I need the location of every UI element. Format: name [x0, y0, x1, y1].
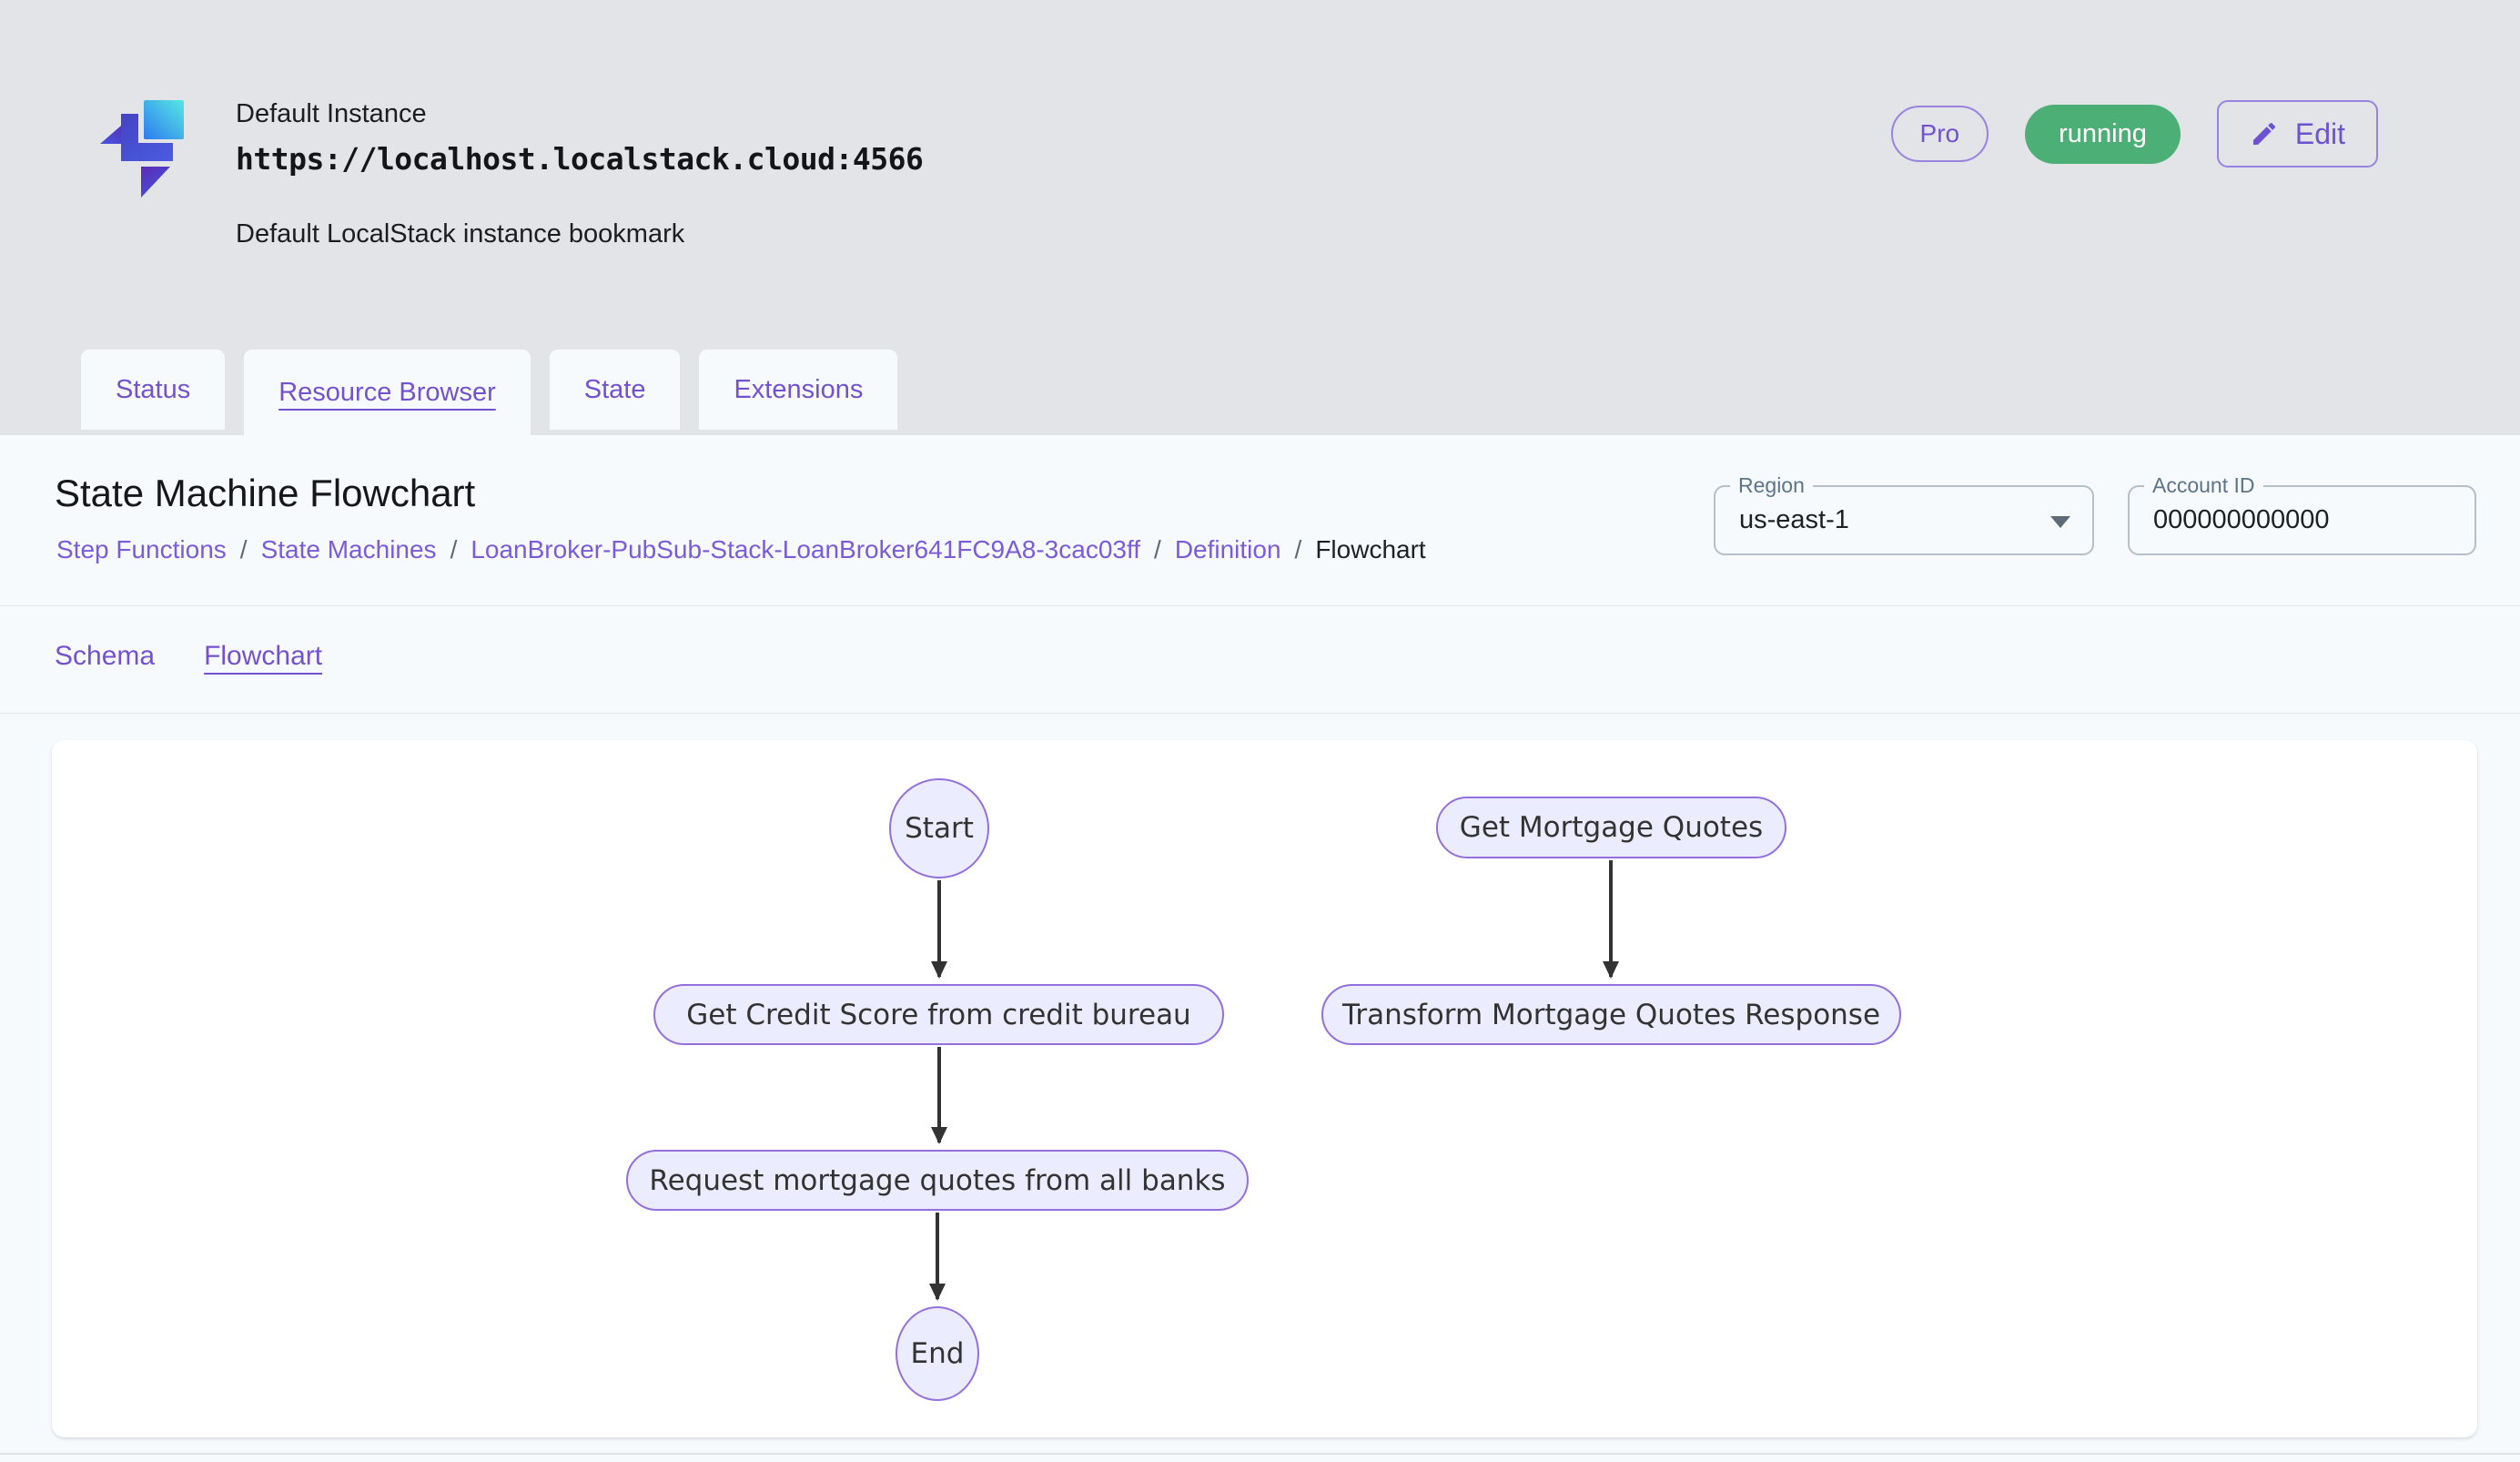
flow-node-get-mortgage-quotes-label: Get Mortgage Quotes — [1459, 811, 1764, 844]
instance-description: Default LocalStack instance bookmark — [236, 219, 685, 249]
breadcrumb-definition[interactable]: Definition — [1174, 535, 1281, 563]
flow-node-transform-response-label: Transform Mortgage Quotes Response — [1341, 998, 1881, 1031]
pro-badge-label: Pro — [1919, 119, 1960, 147]
tab-status-label: Status — [116, 374, 191, 404]
tab-resource-browser[interactable]: Resource Browser — [244, 350, 531, 435]
instance-name: Default Instance — [236, 99, 427, 128]
localstack-logo-icon — [100, 100, 184, 198]
instance-actions: Pro running Edit — [1890, 100, 2378, 168]
pencil-icon — [2252, 122, 2275, 145]
breadcrumb: Step Functions / State Machines / LoanBr… — [56, 535, 1426, 564]
divider — [0, 1453, 2520, 1455]
region-select-value: us-east-1 — [1739, 505, 1849, 534]
flow-node-transform-response: Transform Mortgage Quotes Response — [1321, 984, 1901, 1045]
definition-subtabs: Schema Flowchart — [55, 641, 322, 672]
region-select-label: Region — [1730, 473, 1813, 498]
flow-node-get-mortgage-quotes: Get Mortgage Quotes — [1436, 797, 1786, 858]
flow-node-request-quotes: Request mortgage quotes from all banks — [626, 1150, 1249, 1211]
tab-resource-browser-label: Resource Browser — [278, 377, 496, 407]
pro-badge: Pro — [1890, 106, 1989, 162]
page-title: State Machine Flowchart — [55, 472, 476, 514]
breadcrumb-state-machines[interactable]: State Machines — [260, 535, 437, 563]
breadcrumb-step-functions[interactable]: Step Functions — [56, 535, 227, 563]
flow-node-get-credit-score-label: Get Credit Score from credit bureau — [686, 998, 1191, 1031]
flow-node-start: Start — [889, 778, 989, 878]
edit-instance-button[interactable]: Edit — [2216, 100, 2378, 168]
region-select[interactable]: Region us-east-1 — [1714, 473, 2094, 555]
breadcrumb-separator: / — [450, 535, 458, 563]
tab-extensions-label: Extensions — [734, 374, 864, 404]
resource-browser-panel: State Machine Flowchart Step Functions /… — [0, 435, 2520, 1462]
tab-extensions[interactable]: Extensions — [699, 350, 898, 430]
divider — [0, 713, 2520, 714]
status-badge-label: running — [2059, 118, 2147, 148]
account-id-input[interactable] — [2153, 492, 2454, 547]
breadcrumb-current: Flowchart — [1315, 535, 1426, 563]
divider — [0, 605, 2520, 606]
tab-state-label: State — [583, 374, 646, 404]
status-badge: running — [2025, 104, 2181, 164]
account-id-field: Account ID — [2128, 473, 2476, 555]
flow-node-end-label: End — [910, 1337, 965, 1370]
instance-summary: Default Instance https://localhost.local… — [85, 86, 924, 249]
instance-url: https://localhost.localstack.cloud:4566 — [236, 141, 924, 177]
breadcrumb-separator: / — [239, 535, 248, 563]
tab-state[interactable]: State — [549, 350, 681, 430]
breadcrumb-state-machine-name[interactable]: LoanBroker-PubSub-Stack-LoanBroker641FC9… — [471, 535, 1141, 563]
flow-edges — [929, 860, 1619, 1301]
instance-header: Default Instance https://localhost.local… — [0, 0, 2520, 435]
breadcrumb-separator: / — [1154, 535, 1161, 563]
flow-node-start-label: Start — [905, 812, 974, 845]
flowchart-canvas: Start Get Credit Score from credit burea… — [52, 740, 2477, 1437]
tab-status[interactable]: Status — [81, 350, 226, 430]
flow-node-get-credit-score: Get Credit Score from credit bureau — [653, 984, 1224, 1045]
flow-node-request-quotes-label: Request mortgage quotes from all banks — [649, 1163, 1226, 1197]
flow-node-end: End — [896, 1306, 979, 1401]
breadcrumb-separator: / — [1294, 535, 1302, 563]
subtab-flowchart[interactable]: Flowchart — [204, 641, 323, 671]
instance-tabs: Status Resource Browser State Extensions — [81, 350, 898, 435]
instance-text: Default Instance https://localhost.local… — [236, 86, 924, 249]
edit-button-label: Edit — [2294, 117, 2345, 150]
subtab-schema[interactable]: Schema — [55, 641, 156, 671]
caret-down-icon — [2050, 516, 2070, 528]
